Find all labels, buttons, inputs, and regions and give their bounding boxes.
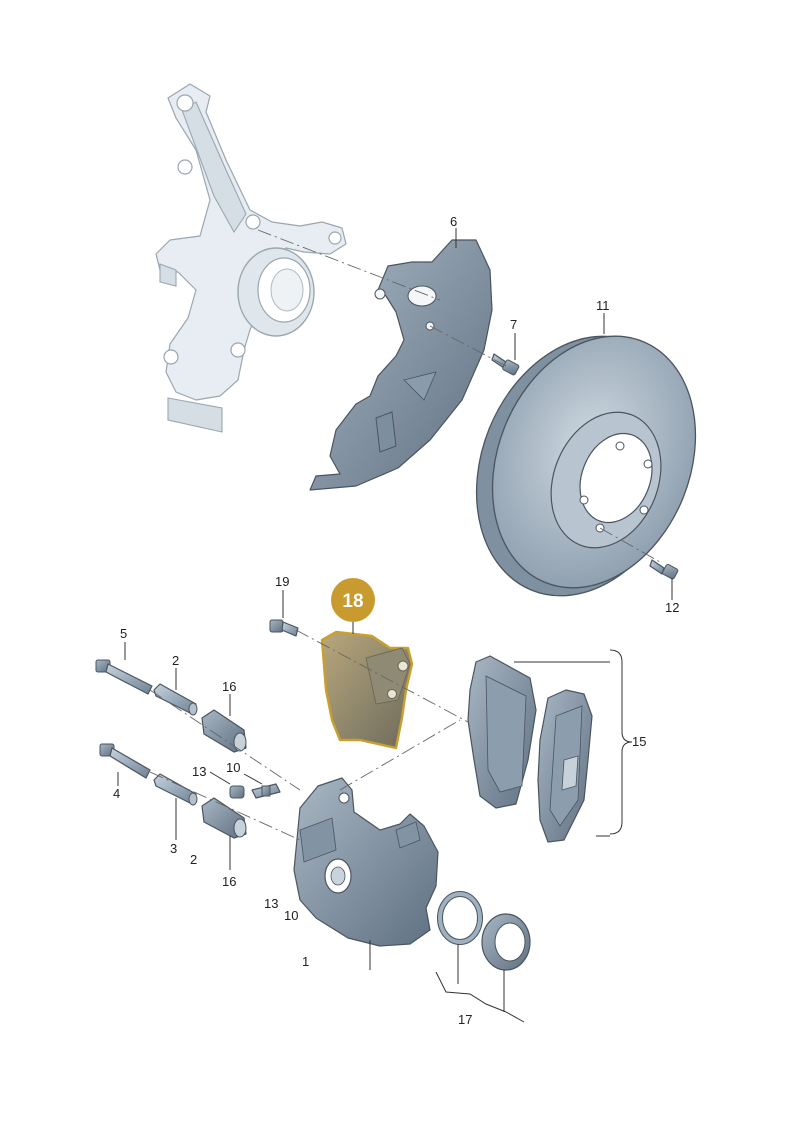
guide-bolt-part-4[interactable] xyxy=(99,743,151,779)
brake-disc-part-11[interactable] xyxy=(439,304,732,627)
guide-sleeve-part-16-lower[interactable] xyxy=(201,797,247,839)
callout-13-lower: 13 xyxy=(264,896,278,911)
callout-6: 6 xyxy=(450,214,457,229)
callout-17: 17 xyxy=(458,1012,472,1027)
callout-10-upper: 10 xyxy=(226,760,240,775)
piston-boot-part-17[interactable] xyxy=(481,913,531,971)
bleed-screw-part-10[interactable] xyxy=(251,783,281,799)
callout-18: 18 xyxy=(342,591,363,612)
callout-7: 7 xyxy=(510,317,517,332)
seal-ring-part-17[interactable] xyxy=(437,891,483,945)
callout-1: 1 xyxy=(302,954,309,969)
callout-13-upper: 13 xyxy=(192,764,206,779)
splash-shield-part-6[interactable] xyxy=(309,239,493,491)
callout-15: 15 xyxy=(632,734,646,749)
guide-sleeve-part-16-upper[interactable] xyxy=(201,709,247,753)
bushing-part-2-upper[interactable] xyxy=(153,683,198,716)
callout-10-lower: 10 xyxy=(284,908,298,923)
steering-knuckle xyxy=(155,83,347,433)
bolt-part-19[interactable] xyxy=(269,619,299,637)
bolt-part-12[interactable] xyxy=(649,559,679,580)
callout-5: 5 xyxy=(120,626,127,641)
caliper-carrier-part-1[interactable] xyxy=(293,777,439,947)
callout-19: 19 xyxy=(275,574,289,589)
callout-16-lower: 16 xyxy=(222,874,236,889)
callout-4: 4 xyxy=(113,786,120,801)
guide-bolt-part-5[interactable] xyxy=(95,659,153,695)
bushing-part-2-lower[interactable] xyxy=(153,773,198,806)
callout-18-badge[interactable]: 18 xyxy=(331,578,375,622)
callout-11: 11 xyxy=(596,298,610,313)
callout-3: 3 xyxy=(170,841,177,856)
callout-16-upper: 16 xyxy=(222,679,236,694)
anti-rattle-plate-part-18[interactable] xyxy=(320,630,414,750)
callout-labels: 6 7 11 12 19 5 2 16 13 10 4 3 2 16 13 10… xyxy=(113,214,679,1027)
dust-cap-part-13[interactable] xyxy=(229,785,245,799)
callout-12: 12 xyxy=(665,600,679,615)
callout-2-lower: 2 xyxy=(190,852,197,867)
brake-pad-set-part-15[interactable] xyxy=(467,655,593,843)
assembly-axes xyxy=(149,229,661,841)
callout-2-upper: 2 xyxy=(172,653,179,668)
leader-lines xyxy=(117,228,673,1023)
